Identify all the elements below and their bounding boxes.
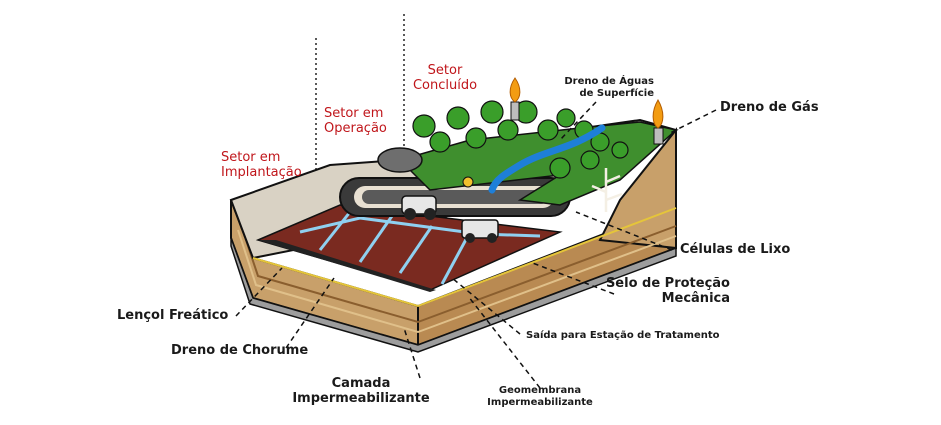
label-dreno-gas: Dreno de Gás	[720, 100, 819, 115]
label-celulas-lixo: Células de Lixo	[680, 242, 791, 257]
leachate-drain-band	[258, 240, 436, 292]
rock-pile	[377, 147, 423, 173]
truck-icon	[461, 219, 499, 243]
drainage-network	[299, 211, 541, 285]
surface-water-stream	[488, 124, 606, 194]
soil-block	[230, 127, 677, 353]
gas-drain-branches	[591, 168, 623, 212]
label-lencol-freatico: Lençol Freático	[117, 308, 229, 323]
protection-seal-edge	[252, 207, 677, 308]
machine-small	[462, 176, 474, 188]
callout-lines	[235, 101, 717, 389]
flame-icon	[509, 77, 664, 129]
compactor-icon	[401, 195, 437, 220]
label-dreno-chorume: Dreno de Chorume	[171, 343, 309, 358]
label-saida-estacao: Saída para Estação de Tratamento	[526, 330, 720, 341]
